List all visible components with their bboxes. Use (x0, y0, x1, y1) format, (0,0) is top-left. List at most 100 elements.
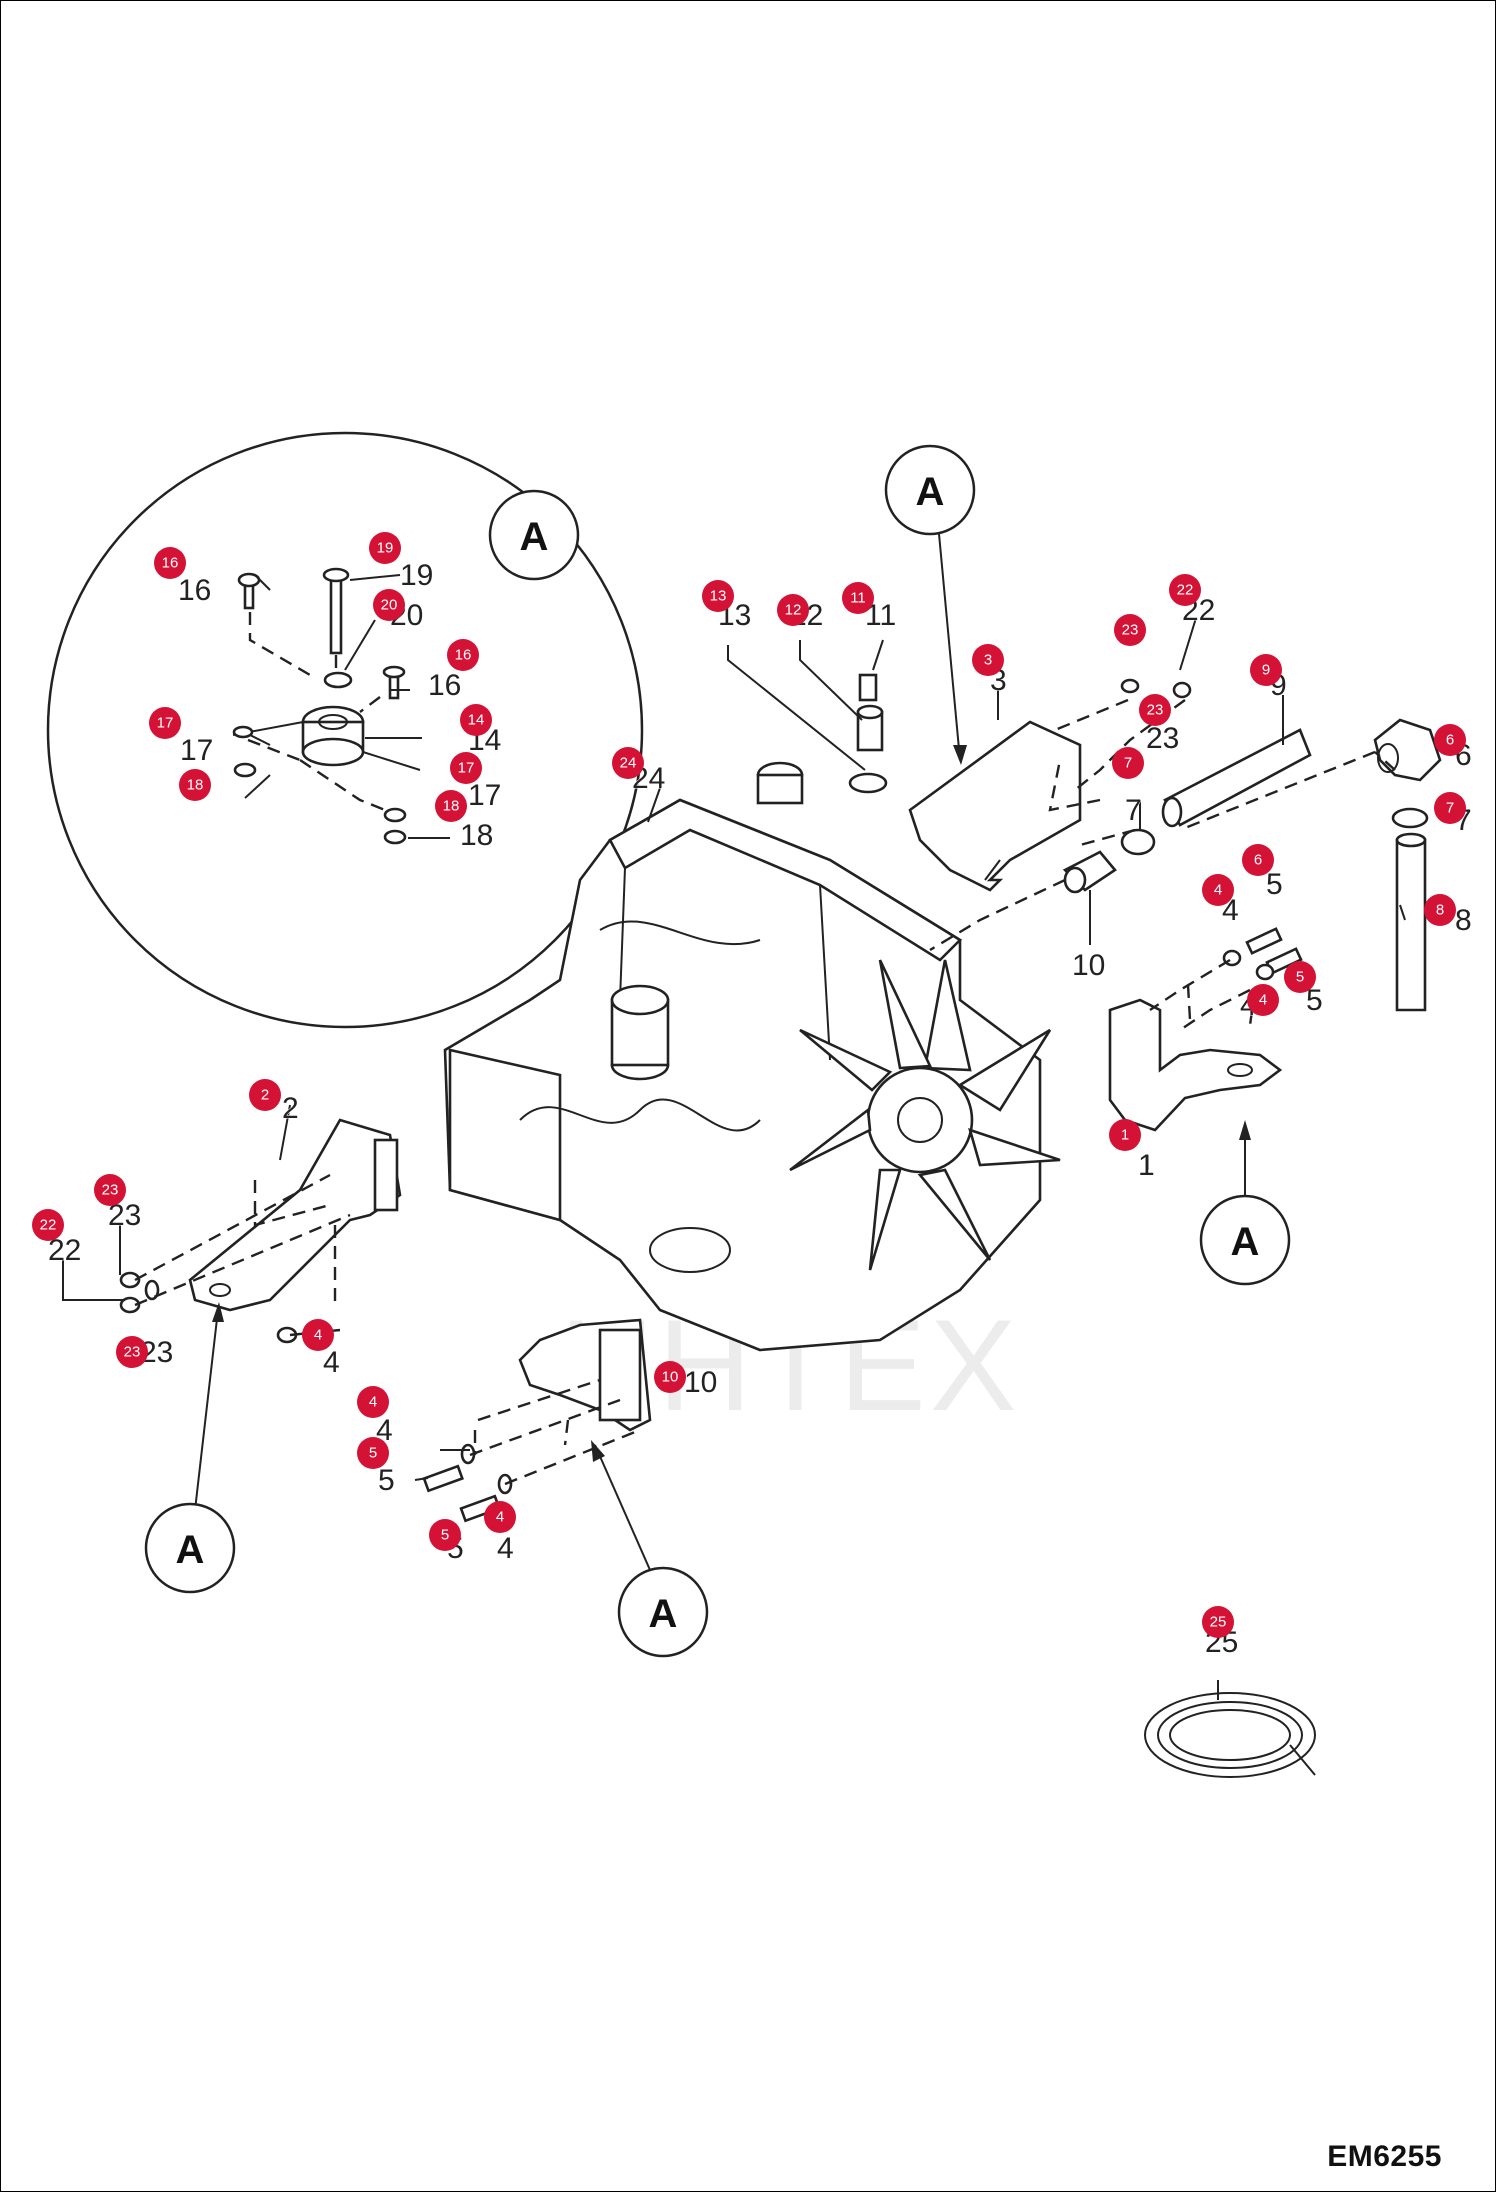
svg-text:12: 12 (785, 602, 802, 619)
cooling-fan (789, 959, 1061, 1271)
part-number: 4 (497, 1532, 514, 1565)
part-number: 19 (400, 559, 433, 592)
svg-text:3: 3 (984, 652, 992, 669)
callout-bubble: 1 (1109, 1119, 1141, 1151)
part-number: 2 (282, 1092, 299, 1125)
callout-bubble: 22 (1169, 574, 1201, 606)
callout-bubble: 11 (842, 582, 874, 614)
callout-bubble: 13 (702, 580, 734, 612)
svg-text:17: 17 (458, 760, 475, 777)
svg-text:18: 18 (187, 777, 204, 794)
svg-text:4: 4 (1259, 992, 1267, 1009)
callout-bubble: 22 (32, 1209, 64, 1241)
callout-bubble: 6 (1242, 844, 1274, 876)
callout-bubble: 17 (149, 707, 181, 739)
detail-view-a (46, 431, 644, 1029)
callout-bubble: 7 (1434, 792, 1466, 824)
svg-text:7: 7 (1446, 800, 1454, 817)
part-number: 10 (684, 1366, 717, 1399)
svg-text:23: 23 (1122, 622, 1139, 639)
svg-text:6: 6 (1446, 732, 1454, 749)
part-number: 4 (323, 1346, 340, 1379)
svg-text:2: 2 (261, 1087, 269, 1104)
callout-bubble: 4 (357, 1386, 389, 1418)
svg-text:23: 23 (102, 1182, 119, 1199)
callout-leaders (62, 574, 1406, 1700)
svg-text:5: 5 (1296, 969, 1304, 986)
svg-text:1: 1 (1121, 1127, 1129, 1144)
callout-bubble: 23 (94, 1174, 126, 1206)
svg-text:20: 20 (381, 597, 398, 614)
callout-bubble: 6 (1434, 724, 1466, 756)
callout-bubble: 5 (429, 1519, 461, 1551)
washer-13 (848, 772, 888, 794)
callout-bubble: 5 (1284, 961, 1316, 993)
svg-text:4: 4 (314, 1327, 322, 1344)
drawing-code: EM6255 (1327, 2140, 1442, 2173)
view-marker: A (488, 489, 580, 581)
callout-bubble: 24 (612, 747, 644, 779)
part-number: 16 (428, 669, 461, 702)
callout-bubble: 8 (1424, 894, 1456, 926)
detail-long-bolt (329, 573, 343, 655)
hose-9 (1161, 728, 1312, 828)
svg-text:23: 23 (124, 1344, 141, 1361)
callout-bubble: 2 (249, 1079, 281, 1111)
view-marker: A (884, 444, 976, 536)
svg-text:24: 24 (620, 755, 637, 772)
svg-text:A: A (1231, 1220, 1260, 1264)
callout-bubble: 4 (484, 1501, 516, 1533)
svg-text:A: A (649, 1592, 678, 1636)
callout-bubble: 4 (1247, 984, 1279, 1016)
svg-text:17: 17 (157, 715, 174, 732)
callout-bubble: 23 (116, 1336, 148, 1368)
callout-bubble: 25 (1202, 1606, 1234, 1638)
detail-washer (323, 671, 353, 689)
view-marker: A (617, 1566, 709, 1658)
callout-bubble: 19 (369, 532, 401, 564)
sensor-12 (856, 704, 884, 752)
part-number: 5 (1306, 984, 1323, 1017)
view-marker: A (1199, 1194, 1291, 1286)
svg-text:19: 19 (377, 540, 394, 557)
svg-text:22: 22 (40, 1217, 57, 1234)
part-number: 18 (460, 819, 493, 852)
callout-bubble: 4 (302, 1319, 334, 1351)
hose-25 (1144, 1692, 1316, 1778)
svg-text:16: 16 (162, 555, 179, 572)
svg-text:9: 9 (1262, 662, 1270, 679)
svg-text:16: 16 (455, 647, 472, 664)
svg-text:A: A (916, 470, 945, 514)
svg-text:22: 22 (1177, 582, 1194, 599)
part-number: 5 (378, 1464, 395, 1497)
part-number: 7 (1125, 794, 1142, 827)
svg-text:8: 8 (1436, 902, 1444, 919)
callout-bubble: 23 (1139, 694, 1171, 726)
fitting-10 (1062, 850, 1117, 894)
part-number: 23 (1146, 722, 1179, 755)
hose-8 (1395, 832, 1427, 1012)
clamp-7-left (1120, 828, 1156, 856)
view-marker: A (144, 1502, 236, 1594)
view-markers: A A A A A (144, 444, 1291, 1658)
svg-text:7: 7 (1124, 755, 1132, 772)
fasteners (119, 678, 1303, 1523)
part-number: 16 (178, 574, 211, 607)
svg-text:4: 4 (369, 1394, 377, 1411)
svg-text:18: 18 (443, 798, 460, 815)
callout-bubble: 23 (1114, 614, 1146, 646)
svg-text:A: A (176, 1528, 205, 1572)
svg-text:5: 5 (441, 1527, 449, 1544)
view-a-arrows (194, 522, 1251, 1571)
callout-bubble: 16 (154, 547, 186, 579)
svg-text:23: 23 (1147, 702, 1164, 719)
clamp-7-right (1391, 807, 1429, 829)
callout-bubble: 4 (1202, 874, 1234, 906)
svg-text:25: 25 (1210, 1614, 1227, 1631)
engine-assembly (443, 761, 1061, 1352)
callout-bubble: 16 (447, 639, 479, 671)
part-number: 1 (1138, 1149, 1155, 1182)
callout-bubble: 9 (1250, 654, 1282, 686)
callout-bubble: 17 (450, 752, 482, 784)
